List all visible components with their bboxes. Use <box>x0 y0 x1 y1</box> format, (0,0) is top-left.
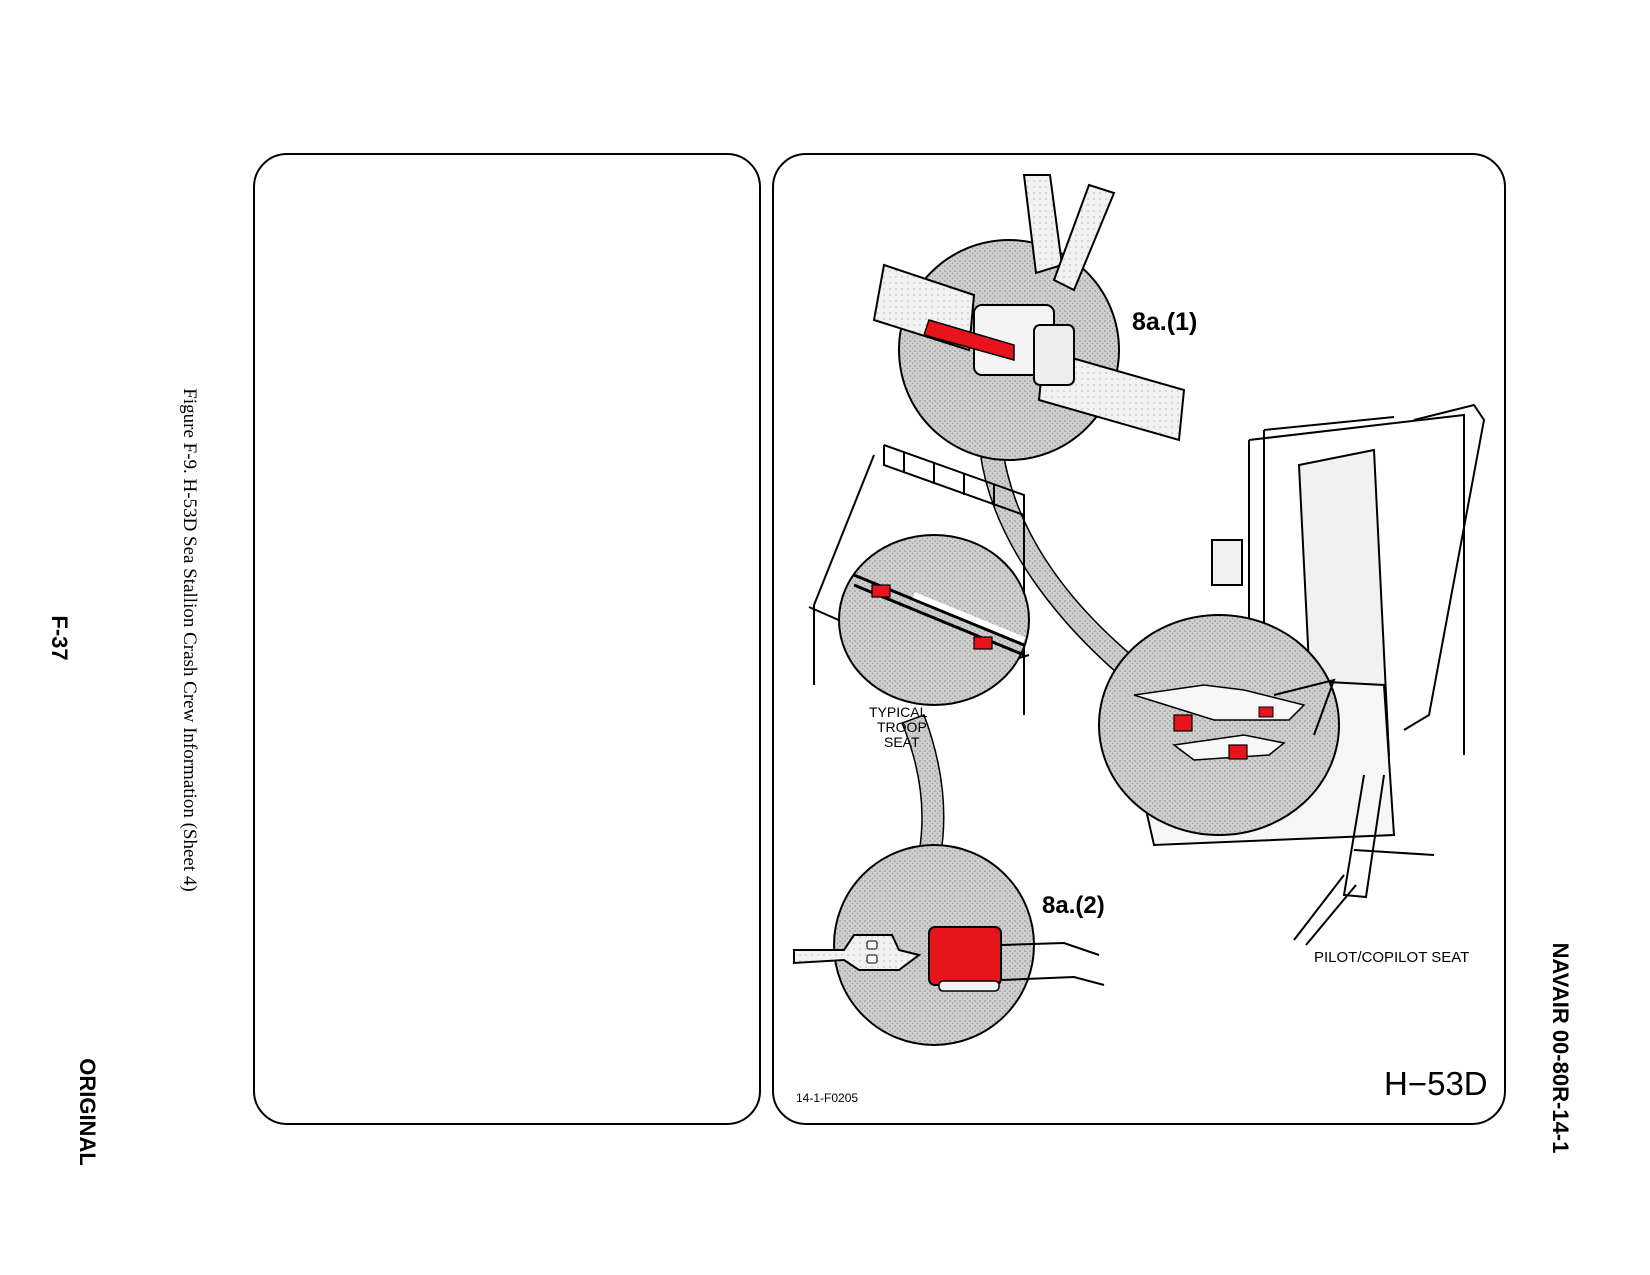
page-number: F-37 <box>47 615 72 661</box>
troop-seat-label-2: TROOP <box>877 719 927 735</box>
illustration-panel: 8a.(1) TYPICAL TROOP SEAT <box>772 153 1506 1125</box>
harness-illustration: 8a.(1) TYPICAL TROOP SEAT <box>793 174 1488 1105</box>
troop-seat-label-1: TYPICAL <box>869 704 928 720</box>
pilot-seat-label: PILOT/COPILOT SEAT <box>1314 949 1469 966</box>
troop-seat-label-3: SEAT <box>884 734 920 750</box>
page-status: ORIGINAL <box>75 1058 100 1166</box>
troop-belt-detail <box>838 534 1030 706</box>
aircraft-designation: H−53D <box>1384 1065 1488 1102</box>
callout-8a1: 8a.(1) <box>1132 308 1197 336</box>
buckle-detail-8a2 <box>793 844 1105 1046</box>
figure-caption: Figure F-9. H-53D Sea Stallion Crash Cre… <box>179 388 200 892</box>
pilot-belt-detail <box>1098 614 1340 836</box>
buckle-detail-8a1 <box>872 174 1186 461</box>
document-id: NAVAIR 00-80R-14-1 <box>1548 942 1573 1154</box>
blank-left-panel <box>253 153 761 1125</box>
callout-8a2: 8a.(2) <box>1042 892 1105 919</box>
figure-id: 14-1-F0205 <box>796 1091 858 1105</box>
